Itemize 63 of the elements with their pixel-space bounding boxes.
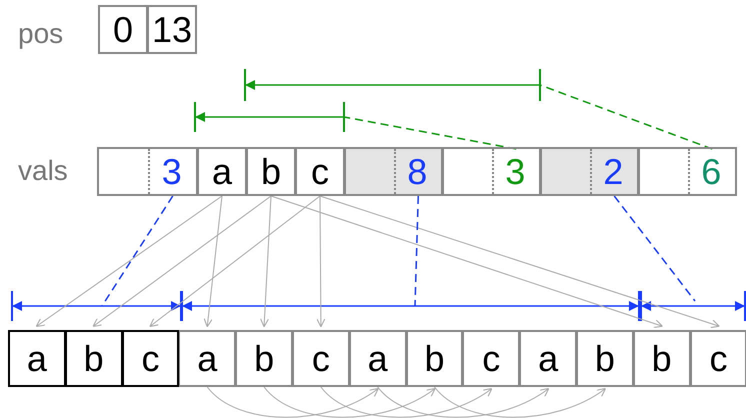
arrow: [316, 196, 326, 328]
count-value: 3: [160, 150, 183, 192]
arrow: [264, 386, 436, 418]
array-cell: [292, 330, 350, 387]
row-label: pos: [18, 18, 64, 50]
array-cell: [348, 330, 407, 387]
array-cell: [638, 147, 737, 196]
arrow: [92, 196, 272, 327]
symbol: c: [709, 338, 728, 380]
symbol: a: [197, 338, 218, 380]
count-value: 2: [602, 150, 624, 192]
array-cell: [197, 147, 247, 196]
array-cell: [632, 330, 691, 387]
symbol: a: [538, 338, 558, 380]
row-label: vals: [18, 155, 68, 187]
count-value: 6: [700, 150, 722, 192]
leader-line: [344, 116, 516, 150]
arrow: [270, 196, 663, 328]
leader-line: [540, 84, 713, 150]
symbol: a: [368, 338, 388, 380]
symbol: b: [594, 338, 615, 380]
array-cell: [178, 330, 236, 387]
symbol: c: [141, 338, 160, 380]
symbol: c: [311, 150, 329, 192]
arrow: [320, 196, 720, 328]
symbol: b: [254, 338, 274, 380]
array-cell: [690, 330, 746, 387]
array-cell: [246, 147, 296, 196]
position-value: 13: [152, 8, 192, 50]
array-cell: [462, 330, 520, 387]
arrow: [206, 386, 379, 418]
arrow: [36, 196, 222, 327]
array-cell: [406, 330, 464, 387]
array-cell: [8, 330, 66, 387]
array-cell: [122, 330, 180, 387]
arrow: [320, 386, 492, 418]
array-cell: [540, 147, 639, 196]
count-value: 8: [406, 150, 428, 192]
leader-line: [614, 196, 696, 302]
count-value: 3: [504, 150, 526, 192]
position-value: 0: [112, 8, 134, 50]
array-cell: [576, 330, 634, 387]
symbol: c: [312, 338, 330, 380]
leader-line: [414, 196, 419, 306]
symbol: b: [424, 338, 444, 380]
arrow: [434, 386, 606, 418]
arrow: [377, 386, 550, 418]
leader-line: [101, 196, 174, 306]
array-cell: [235, 330, 293, 387]
symbol: a: [212, 150, 232, 192]
arrow: [204, 196, 222, 328]
array-cell: [64, 330, 123, 387]
symbol: b: [652, 338, 672, 380]
array-cell: [98, 5, 148, 54]
array-cell: [344, 147, 443, 196]
symbol: a: [26, 338, 47, 380]
array-cell: [519, 330, 577, 387]
arrow: [149, 196, 320, 327]
array-cell: [97, 147, 198, 196]
symbol: c: [482, 338, 500, 380]
arrow: [260, 196, 272, 328]
symbol: b: [84, 338, 104, 380]
symbol: b: [260, 150, 282, 192]
